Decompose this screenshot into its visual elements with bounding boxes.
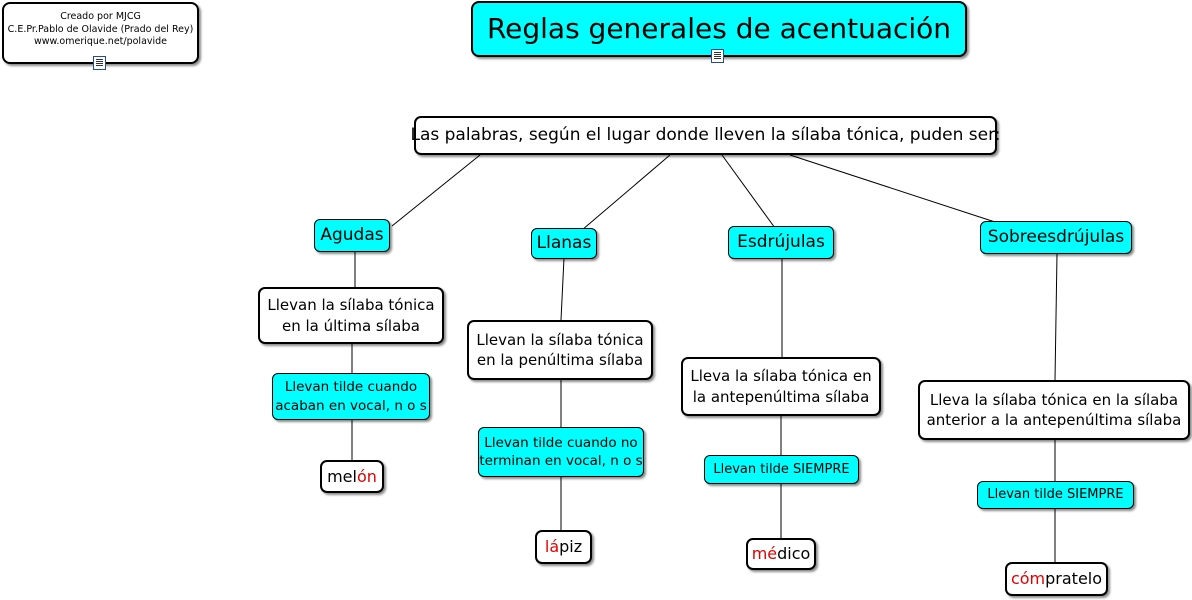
credits-box: Creado por MJCG C.E.Pr.Pablo de Olavide … bbox=[2, 2, 199, 64]
edge-llanas-rule bbox=[560, 257, 565, 321]
edge-sobreesdrujulas-rule bbox=[1054, 253, 1058, 381]
tilde-sobreesdrujulas: Llevan tilde SIEMPRE bbox=[977, 481, 1134, 509]
edge-root-esdrujulas bbox=[721, 154, 776, 229]
edge-root-agudas bbox=[391, 154, 481, 227]
tilde-esdrujulas: Llevan tilde SIEMPRE bbox=[704, 455, 859, 484]
category-sobreesdrujulas: Sobreesdrújulas bbox=[980, 221, 1132, 254]
category-agudas: Agudas bbox=[314, 219, 390, 252]
tilde-llanas: Llevan tilde cuando no terminan en vocal… bbox=[478, 427, 644, 477]
document-icon[interactable] bbox=[93, 56, 106, 70]
category-llanas: Llanas bbox=[531, 228, 597, 259]
rule-llanas: Llevan la sílaba tónica en la penúltima … bbox=[467, 320, 653, 380]
credits-url: www.omerique.net/polavide bbox=[33, 36, 168, 48]
document-icon[interactable] bbox=[711, 49, 724, 63]
rule-esdrujulas: Lleva la sílaba tónica en la antepenúlti… bbox=[681, 357, 881, 416]
rule-sobreesdrujulas: Lleva la sílaba tónica en la sílaba ante… bbox=[918, 380, 1190, 440]
tilde-agudas: Llevan tilde cuando acaban en vocal, n o… bbox=[272, 373, 430, 420]
edge-root-sobreesdrujulas bbox=[789, 154, 996, 223]
credits-author: Creado por MJCG bbox=[60, 11, 141, 23]
category-esdrujulas: Esdrújulas bbox=[728, 226, 834, 259]
edge-root-llanas bbox=[581, 154, 671, 231]
stressed-syllable: lá bbox=[544, 537, 560, 557]
root-concept: Las palabras, según el lugar donde lleve… bbox=[410, 116, 1001, 155]
stressed-syllable: ón bbox=[356, 466, 377, 486]
rule-agudas: Llevan la sílaba tónica en la última síl… bbox=[258, 287, 444, 344]
stressed-syllable: mé bbox=[751, 544, 778, 564]
credits-school: C.E.Pr.Pablo de Olavide (Prado del Rey) bbox=[7, 23, 194, 35]
stressed-syllable: cóm bbox=[1010, 569, 1046, 589]
